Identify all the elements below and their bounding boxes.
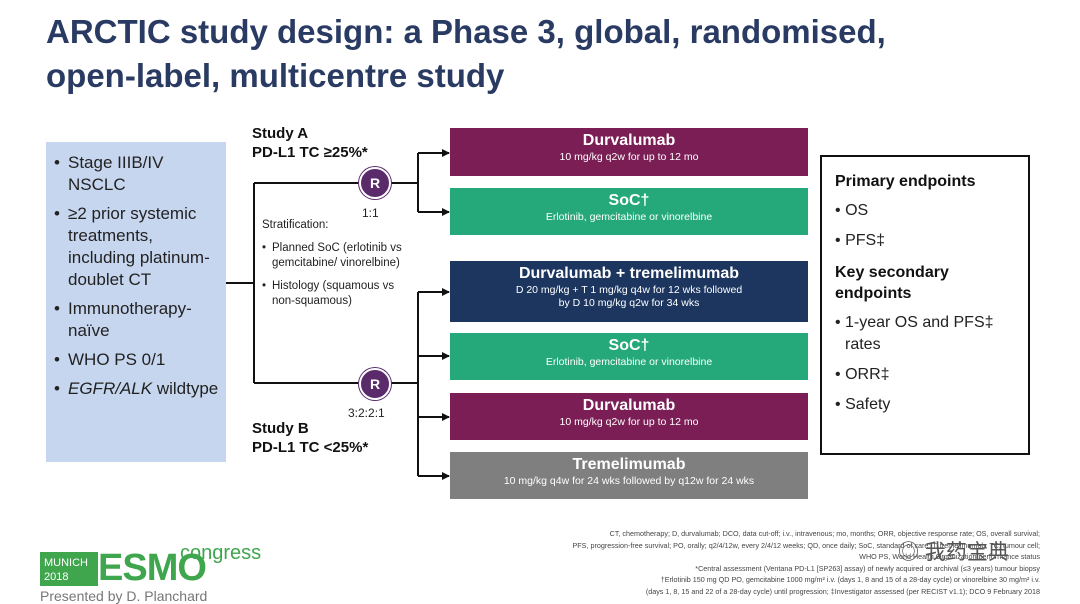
arm-description: 10 mg/kg q2w for up to 12 mo [559,151,699,163]
bullet: • [835,232,841,249]
footnote-line: (days 1, 8, 15 and 22 of a 28-day cycle)… [645,586,1040,596]
inclusion-text: WHO PS 0/1 [68,350,166,369]
title-line-1: ARCTIC study design: a Phase 3, global, … [46,13,886,50]
endpoint-text: Safety [845,396,891,413]
endpoint-item: • OS [835,200,1016,222]
study-b-label: Study B PD-L1 TC <25%* [252,419,368,457]
arm-durvalumab-a: Durvalumab 10 mg/kg q2w for up to 12 mo [450,128,808,176]
arm-name: Durvalumab + tremelimumab [518,265,740,282]
primary-endpoints-heading: Primary endpoints [835,173,976,190]
inclusion-criteria-box: • Stage IIIB/IV NSCLC • ≥2 prior systemic … [46,142,226,462]
arm-name: SoC† [608,337,650,354]
presenter-credit: Presented by D. Planchard [40,588,208,604]
inclusion-item: • Stage IIIB/IV NSCLC [54,152,220,196]
bullet: • [54,379,60,398]
wechat-icon: ◎ [898,541,919,564]
endpoint-item: •1-year OS and PFS‡ rates [835,312,1016,356]
bullet: • [54,299,60,318]
stratification-item: • Histology (squamous vs non-squamous) [262,279,412,309]
watermark: ◎ 我药宝典 [898,540,1009,566]
esmo-logo-wordmark: ESMO [98,547,207,589]
inclusion-item: • ≥2 prior systemic treatments, including… [54,203,220,291]
arm-durvalumab-b: Durvalumab 10 mg/kg q2w for up to 12 mo [450,393,808,440]
stratification-text: Planned SoC (erlotinib vs gemcitabine/ v… [272,242,402,269]
endpoint-item: • PFS‡ [835,230,1016,252]
arm-soc-a: SoC† Erlotinib, gemcitabine or vinorelbi… [450,188,808,235]
bullet: • [835,396,841,413]
arm-soc-b: SoC† Erlotinib, gemcitabine or vinorelbi… [450,333,808,380]
logo-year-text: 2018 [44,571,69,583]
randomisation-node-b: R [359,368,391,400]
study-a-label: Study A PD-L1 TC ≥25%* [252,124,368,162]
esmo-logo-congress: congress [180,542,262,564]
bullet: • [54,350,60,369]
study-b-name: Study B [252,420,309,437]
study-a-ratio: 1:1 [362,206,379,220]
stratification-block: Stratification: • Planned SoC (erlotinib … [262,218,412,309]
study-a-name: Study A [252,125,309,142]
endpoint-text: PFS‡ [845,232,886,249]
bullet: • [835,366,841,383]
inclusion-item: • Immunotherapy-naïve [54,298,220,342]
title-line-2: open-label, multicentre study [46,57,505,94]
inclusion-text: Stage IIIB/IV NSCLC [68,153,164,194]
arm-tremelimumab: Tremelimumab 10 mg/kg q4w for 24 wks fol… [450,452,808,499]
inclusion-item: • WHO PS 0/1 [54,349,220,371]
footnote-line: PFS, progression-free survival; PO, oral… [572,540,1040,550]
study-a-criterion: PD-L1 TC ≥25%* [252,144,368,161]
bullet: • [262,280,267,292]
footnotes: CT, chemotherapy; D, durvalumab; DCO, da… [415,528,1040,598]
stratification-heading: Stratification: [262,219,329,231]
inclusion-text: wildtype [152,379,219,398]
inclusion-text: Immunotherapy-naïve [68,299,192,340]
footnote-line: *Central assessment (Ventana PD-L1 [SP26… [695,563,1040,573]
secondary-endpoints-heading: Key secondary endpoints [835,264,949,302]
study-b-criterion: PD-L1 TC <25%* [252,439,369,456]
slide-title: ARCTIC study design: a Phase 3, global, … [46,10,1046,98]
arm-description: D 20 mg/kg + T 1 mg/kg q4w for 12 wks fo… [515,284,743,296]
watermark-text: 我药宝典 [924,541,1009,564]
arm-description: Erlotinib, gemcitabine or vinorelbine [545,356,713,368]
arm-description: 10 mg/kg q4w for 24 wks followed by q12w… [503,475,755,487]
arm-description: Erlotinib, gemcitabine or vinorelbine [545,211,713,223]
bullet: • [262,242,267,254]
footnote-line: CT, chemotherapy; D, durvalumab; DCO, da… [609,529,1040,538]
stratification-item: • Planned SoC (erlotinib vs gemcitabine/ … [262,241,412,271]
inclusion-text: ≥2 prior systemic treatments, including … [68,204,210,289]
arm-description: by D 10 mg/kg q2w for 34 wks [558,297,700,309]
arm-description: 10 mg/kg q2w for up to 12 mo [559,416,699,428]
bullet: • [54,204,60,223]
stratification-text: Histology (squamous vs non-squamous) [272,280,395,307]
esmo-logo-city: MUNICH 2018 [40,552,98,586]
endpoints-box: Primary endpoints • OS • PFS‡ Key second… [820,155,1030,455]
study-b-ratio: 3:2:2:1 [348,406,385,420]
arm-name: Durvalumab [582,397,676,414]
endpoint-item: • Safety [835,394,1016,416]
inclusion-item: • EGFR/ALK wildtype [54,378,220,400]
logo-city-text: MUNICH [44,557,88,569]
arm-name: SoC† [608,192,650,209]
endpoint-text: OS [845,202,869,219]
bullet: • [54,153,60,172]
footnote-line: WHO PS, World Health Organization perfor… [859,552,1040,562]
arm-name: Tremelimumab [572,456,686,473]
arm-durvalumab-tremelimumab: Durvalumab + tremelimumab D 20 mg/kg + T… [450,261,808,322]
endpoint-text: 1-year OS and PFS‡ rates [845,314,994,353]
bullet: • [835,202,841,219]
footnote-line: †Erlotinib 150 mg QD PO, gemcitabine 100… [660,575,1040,585]
endpoint-item: • ORR‡ [835,364,1016,386]
endpoint-text: ORR‡ [845,366,890,383]
randomisation-node-a: R [359,167,391,199]
inclusion-text-italic: EGFR/ALK [68,379,153,398]
arm-name: Durvalumab [582,132,676,149]
bullet: • [835,314,841,331]
